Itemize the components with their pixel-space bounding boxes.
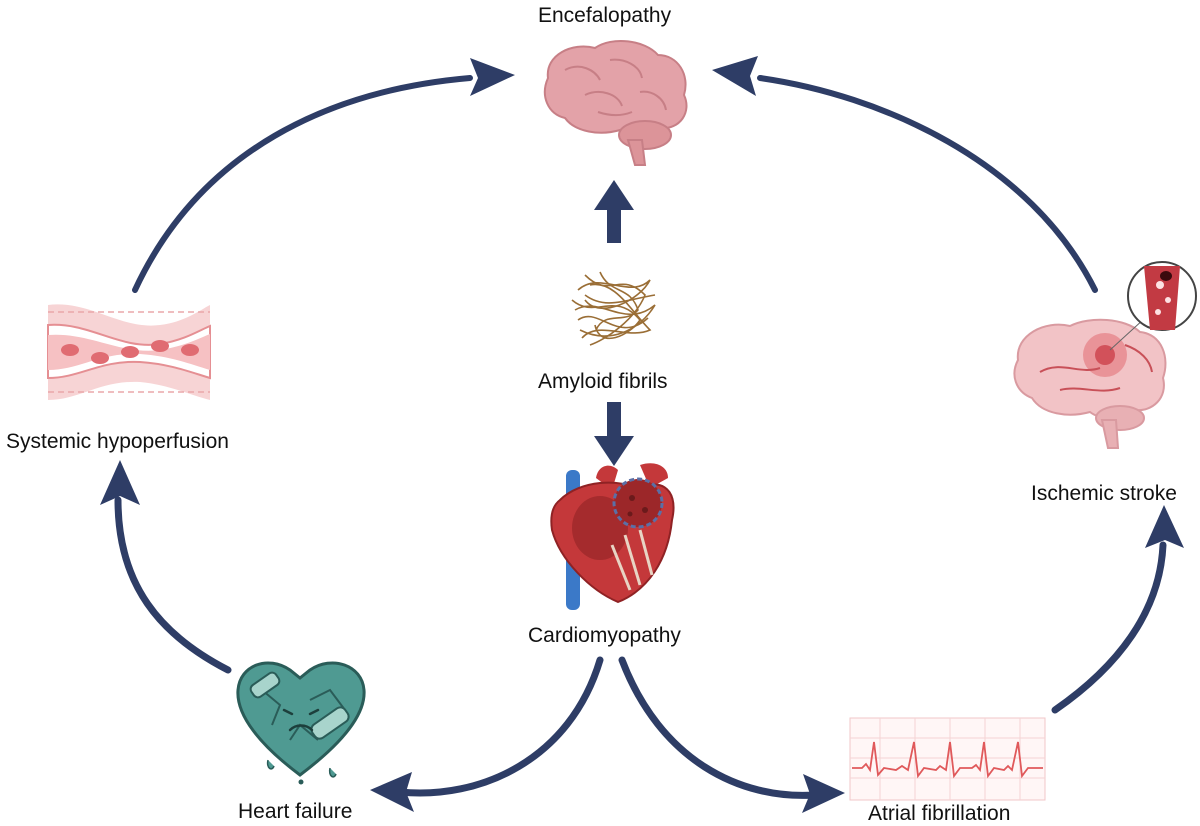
arrow-cardiomyopathy-to-heartfailure bbox=[370, 656, 604, 812]
arrow-hypoperfusion-to-encephalopathy bbox=[132, 58, 515, 293]
label-systemic-hypoperfusion: Systemic hypoperfusion bbox=[6, 430, 229, 453]
arrow-stroke-to-encephalopathy bbox=[712, 56, 1098, 293]
arrow-cardiomyopathy-to-afib bbox=[618, 656, 845, 813]
stroke-brain-icon bbox=[1013, 261, 1197, 449]
label-amyloid-fibrils: Amyloid fibrils bbox=[538, 370, 668, 393]
ecg-icon bbox=[849, 717, 1046, 801]
arrow-amyloid-to-encephalopathy bbox=[594, 180, 634, 243]
label-ischemic-stroke: Ischemic stroke bbox=[1031, 482, 1177, 505]
broken-heart-icon bbox=[236, 661, 366, 785]
label-atrial-fibrillation: Atrial fibrillation bbox=[868, 802, 1011, 825]
label-encephalopathy: Encefalopathy bbox=[538, 4, 672, 27]
amyloid-fibrils-icon bbox=[571, 271, 656, 346]
heart-icon bbox=[550, 463, 675, 610]
label-cardiomyopathy: Cardiomyopathy bbox=[528, 624, 681, 647]
brain-icon bbox=[543, 40, 688, 166]
arrow-heartfailure-to-hypoperfusion bbox=[100, 460, 232, 674]
blood-vessel-icon bbox=[47, 304, 211, 400]
label-heart-failure: Heart failure bbox=[238, 800, 353, 823]
arrow-afib-to-stroke bbox=[1051, 505, 1184, 714]
arrow-amyloid-to-cardiomyopathy bbox=[594, 402, 634, 466]
